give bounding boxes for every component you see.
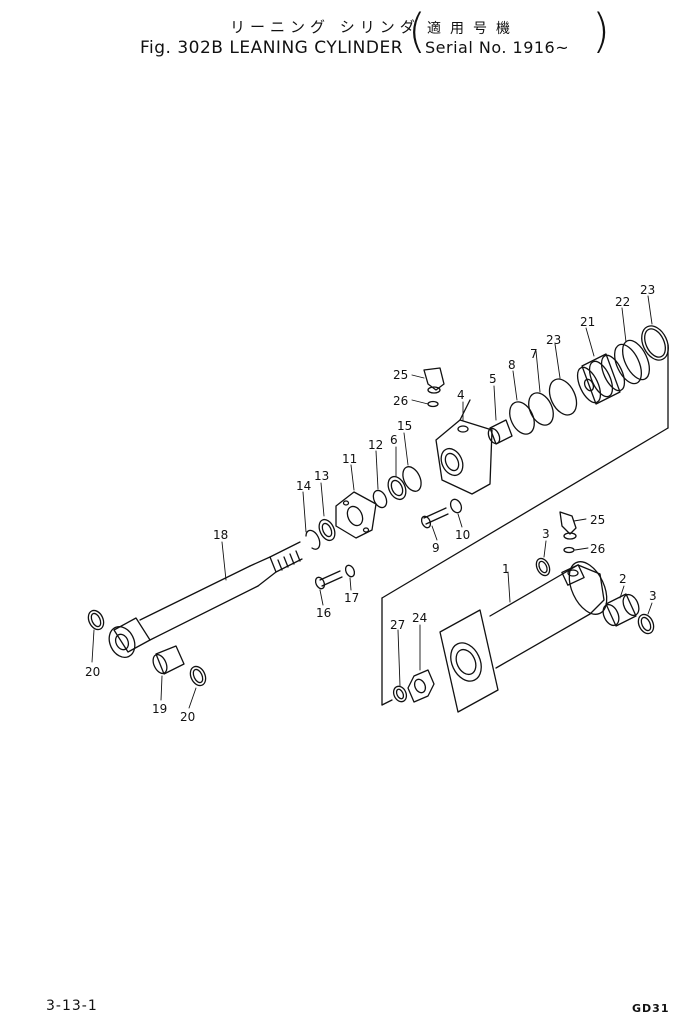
label-part-3-upper: 3 — [542, 527, 550, 541]
bolt-16 — [314, 570, 343, 590]
washer-17 — [344, 564, 356, 578]
label-part-17: 17 — [344, 591, 359, 605]
wear-ring-22 — [614, 339, 650, 385]
piston-rod-18 — [108, 541, 303, 659]
seal-ring-3-right — [637, 613, 655, 635]
label-part-26-upper: 26 — [393, 394, 408, 408]
label-part-21: 21 — [580, 315, 595, 329]
label-part-15: 15 — [397, 419, 412, 433]
label-part-20-left: 20 — [85, 665, 100, 679]
label-part-6: 6 — [390, 433, 398, 447]
ring-27 — [392, 685, 408, 703]
snap-ring-14 — [305, 529, 321, 550]
serial-applicability-jp: 適用号機 — [427, 21, 519, 37]
label-part-8: 8 — [508, 358, 516, 372]
grease-fitting-25-right — [559, 511, 577, 540]
label-part-26-right: 26 — [590, 542, 605, 556]
grease-fitting-25-upper — [423, 367, 445, 394]
label-part-11: 11 — [342, 452, 357, 466]
bushing-5 — [487, 419, 513, 445]
label-part-9: 9 — [432, 541, 440, 555]
subassembly-bracket — [381, 344, 669, 706]
cylinder-head — [435, 399, 493, 495]
close-paren: ) — [592, 4, 610, 58]
cylinder-tube — [439, 561, 608, 713]
nut-24 — [407, 669, 435, 703]
label-part-24: 24 — [412, 611, 427, 625]
drawing-code: GD31 — [632, 1002, 670, 1015]
leader-lines — [91, 295, 653, 709]
label-part-25-upper: 25 — [393, 368, 408, 382]
ring-20-left — [87, 609, 105, 631]
label-part-5: 5 — [489, 372, 497, 386]
ring-6 — [387, 475, 407, 501]
figure-title: Fig. 302B LEANING CYLINDER — [140, 38, 404, 58]
label-part-22: 22 — [615, 295, 630, 309]
label-part-18: 18 — [213, 528, 228, 542]
title-japanese: リーニング シリンダ — [230, 18, 420, 36]
label-part-1: 1 — [502, 562, 510, 576]
label-part-27: 27 — [390, 618, 405, 632]
ring-23-right — [641, 325, 669, 361]
piston-21 — [576, 353, 626, 405]
label-part-23-left: 23 — [546, 333, 561, 347]
open-paren: ( — [408, 4, 426, 58]
label-part-14: 14 — [296, 479, 311, 493]
washer-26-upper — [427, 400, 439, 408]
label-part-16: 16 — [316, 606, 331, 620]
ring-20-right — [189, 665, 207, 687]
page-number: 3-13-1 — [46, 998, 98, 1014]
label-part-12: 12 — [368, 438, 383, 452]
ring-8 — [509, 401, 535, 435]
label-part-23-right: 23 — [640, 283, 655, 297]
label-part-19: 19 — [152, 702, 167, 716]
bushing-19 — [152, 645, 185, 675]
bolt-9 — [420, 507, 449, 529]
bushing-2 — [602, 593, 640, 627]
gland-11 — [335, 491, 377, 539]
serial-number: Serial No. 1916~ — [425, 38, 570, 57]
part-labels: 1 2 3 3 4 5 6 7 8 9 10 11 12 13 14 15 16… — [85, 283, 657, 724]
label-part-7: 7 — [530, 347, 538, 361]
washer-26-right — [563, 546, 575, 554]
ring-23-left — [548, 378, 578, 416]
label-part-3-right: 3 — [649, 589, 657, 603]
washer-10 — [449, 498, 463, 514]
ring-15 — [402, 466, 422, 492]
label-part-20-right: 20 — [180, 710, 195, 724]
label-part-10: 10 — [455, 528, 470, 542]
label-part-4: 4 — [457, 388, 465, 402]
ring-12 — [372, 489, 388, 509]
seal-13 — [318, 518, 336, 542]
label-part-25-right: 25 — [590, 513, 605, 527]
label-part-13: 13 — [314, 469, 329, 483]
seal-ring-3-upper — [535, 557, 551, 577]
label-part-2: 2 — [619, 572, 627, 586]
ring-7 — [528, 392, 554, 426]
